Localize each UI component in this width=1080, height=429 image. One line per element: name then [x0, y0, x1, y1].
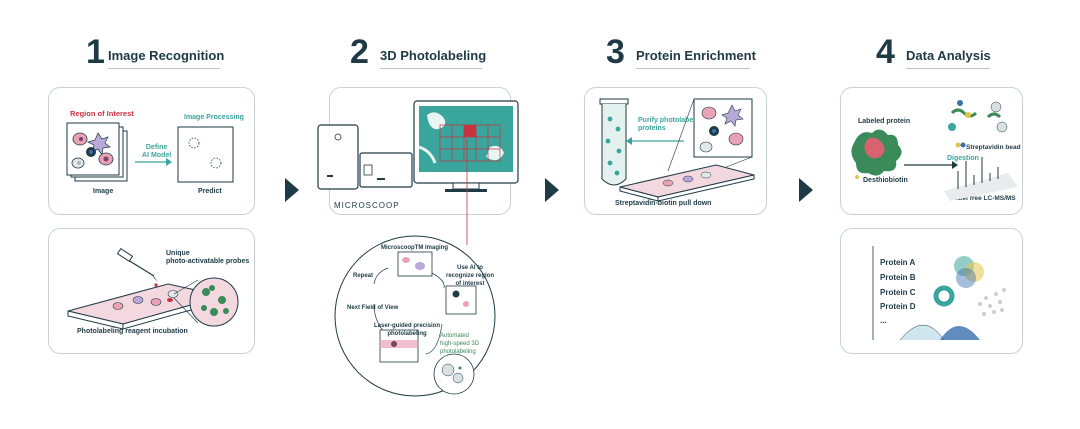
labeled-protein-label: Labeled protein — [858, 118, 911, 125]
step-2-rule — [380, 68, 482, 69]
image-processing-label: Image Processing — [184, 114, 244, 121]
image-label: Image — [93, 188, 114, 195]
step-4-title: Data Analysis — [906, 48, 991, 63]
label-free-label: Label free LC-MS/MS — [951, 195, 1016, 202]
protein-list-item: Protein D — [880, 302, 916, 311]
protein-list-item: Protein C — [880, 288, 916, 297]
chevron-right-icon — [799, 178, 813, 202]
step-3-header: 3 Protein Enrichment — [606, 34, 756, 70]
step-3-number: 3 — [606, 33, 625, 71]
purify-label: Purify photolabeled proteins — [638, 117, 704, 132]
protein-list-item: ... — [880, 316, 887, 325]
step-1-number: 1 — [86, 33, 105, 71]
protein-list-item: Protein B — [880, 273, 916, 282]
define-ai-model-label: Define AI Model — [142, 144, 172, 159]
automated-label: Automated high-speed 3D photolabeling — [440, 333, 480, 355]
step-2-header: 2 3D Photolabeling — [350, 34, 490, 70]
protein-list-item: Protein A — [880, 258, 916, 267]
step-3-title: Protein Enrichment — [636, 48, 756, 63]
next-field-label: Next Field of View — [347, 305, 399, 311]
step-2-number: 2 — [350, 33, 369, 71]
protein-enrichment-illustration — [599, 98, 755, 202]
image-recognition-illustration — [66, 122, 234, 183]
step-1-header: 1 Image Recognition — [86, 34, 225, 70]
streptavidin-bead-label: Streptavidin bead — [966, 144, 1021, 151]
chevron-right-icon — [545, 178, 559, 202]
pulldown-label: Streptavidin-biotin pull down — [615, 200, 712, 207]
incubation-label: Photolabeling reagent incubation — [77, 328, 188, 335]
step-4-rule — [906, 68, 990, 69]
step-4-number: 4 — [876, 33, 895, 71]
step-1-rule — [108, 68, 220, 69]
photolabeling-workflow-circle — [334, 235, 496, 397]
microscoop-instrument-illustration — [317, 100, 519, 192]
step-3-rule — [636, 68, 750, 69]
desthiobiotin-label: Desthiobiotin — [863, 177, 908, 184]
step-1-title: Image Recognition — [108, 48, 225, 63]
repeat-label: Repeat — [353, 273, 374, 279]
chevron-right-icon — [285, 178, 299, 202]
brand-label: MICROSCOOP — [334, 201, 400, 210]
data-analysis-illustration — [851, 100, 1018, 201]
laser-guided-label: Laser-guided precision photolabeling — [374, 323, 441, 337]
unique-probes-label: Unique photo-activatable probes — [166, 250, 250, 265]
digestion-label: Digestion — [947, 155, 979, 162]
step-4-header: 4 Data Analysis — [876, 34, 996, 70]
incubation-illustration — [67, 247, 239, 330]
predict-label: Predict — [198, 188, 222, 195]
protein-analysis-graphics — [872, 246, 1006, 341]
use-ai-label: Use AI to recognize region of interest — [446, 265, 495, 287]
microscoop-imaging-label: MicroscoopTM Imaging — [381, 245, 449, 251]
step-2-title: 3D Photolabeling — [380, 48, 487, 63]
region-of-interest-label: Region of Interest — [70, 109, 134, 118]
